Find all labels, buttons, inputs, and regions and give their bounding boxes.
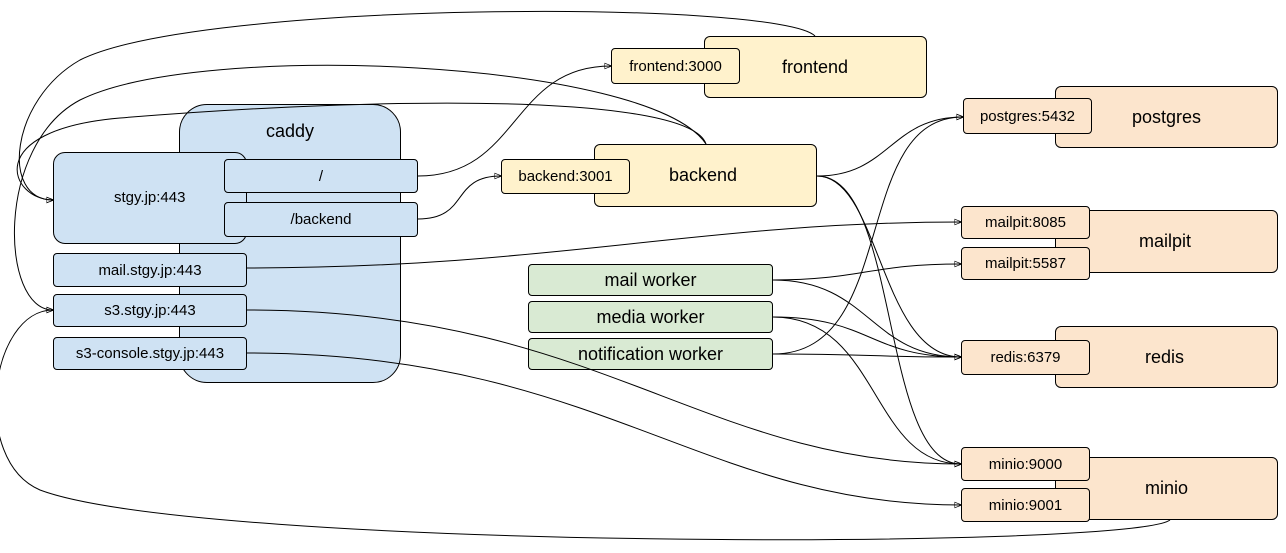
- postgres-service[interactable]: postgres: [1055, 86, 1278, 148]
- edge-mail-worker-to-mailpit: [772, 264, 961, 281]
- mailpit-port-8085[interactable]: mailpit:8085: [961, 206, 1090, 239]
- edge-s3-host-to-minio-9000: [246, 309, 961, 464]
- host-stgy-label: stgy.jp:443: [114, 188, 186, 206]
- edge-backend-to-postgres: [816, 117, 963, 177]
- edge-mail-host-to-mailpit: [246, 222, 961, 269]
- edge-backend-to-redis: [816, 175, 961, 357]
- backend-service[interactable]: backend: [594, 144, 817, 207]
- minio-service[interactable]: minio: [1055, 457, 1278, 520]
- minio-port-9001-label: minio:9001: [988, 496, 1063, 514]
- postgres-name: postgres: [1132, 106, 1202, 127]
- redis-name: redis: [1145, 346, 1185, 367]
- mail-worker[interactable]: mail worker: [528, 264, 773, 296]
- mailpit-service[interactable]: mailpit: [1055, 210, 1278, 273]
- notification-worker[interactable]: notification worker: [528, 338, 773, 370]
- minio-name: minio: [1145, 478, 1189, 498]
- edge-backend-route-to-backend: [417, 176, 501, 220]
- notification-worker-label: notification worker: [577, 343, 724, 364]
- frontend-port-label: frontend:3000: [629, 57, 722, 75]
- frontend-name: frontend: [782, 56, 849, 77]
- redis-service[interactable]: redis: [1055, 326, 1278, 388]
- edge-backend-to-stgy-host: [16, 102, 707, 200]
- postgres-port-label: postgres:5432: [979, 107, 1076, 125]
- edge-notification-worker-to-postgres: [772, 117, 963, 355]
- edge-frontend-to-stgy-host: [18, 10, 816, 200]
- mailpit-port-5587[interactable]: mailpit:5587: [961, 247, 1090, 280]
- edge-mail-worker-to-redis: [772, 279, 961, 357]
- edge-root-to-frontend: [417, 66, 611, 177]
- edge-backend-to-s3-host: [13, 64, 707, 310]
- host-s3-console-label: s3-console.stgy.jp:443: [75, 345, 225, 362]
- host-mail-label: mail.stgy.jp:443: [98, 261, 202, 279]
- redis-port-label: redis:6379: [990, 349, 1061, 366]
- edge-s3-console-to-minio-9001: [246, 352, 961, 505]
- backend-name: backend: [669, 165, 738, 185]
- route-root-label: /: [318, 167, 324, 185]
- postgres-port[interactable]: postgres:5432: [963, 98, 1092, 134]
- host-s3-label: s3.stgy.jp:443: [104, 302, 196, 319]
- backend-port-label: backend:3001: [518, 168, 613, 185]
- frontend-port[interactable]: frontend:3000: [611, 48, 740, 84]
- mailpit-port-5587-label: mailpit:5587: [985, 255, 1066, 272]
- media-worker[interactable]: media worker: [528, 301, 773, 333]
- edge-backend-to-minio: [816, 175, 961, 464]
- minio-port-9000-label: minio:9000: [988, 455, 1063, 473]
- edge-notification-worker-to-redis: [772, 353, 961, 357]
- caddy-title: caddy: [265, 121, 315, 141]
- backend-port[interactable]: backend:3001: [501, 159, 630, 194]
- mail-worker-label: mail worker: [604, 269, 697, 290]
- edge-media-worker-to-redis: [772, 316, 961, 357]
- route-backend[interactable]: /backend: [224, 202, 418, 237]
- host-mail[interactable]: mail.stgy.jp:443: [53, 253, 247, 287]
- route-backend-label: /backend: [290, 211, 352, 228]
- host-s3[interactable]: s3.stgy.jp:443: [53, 294, 247, 327]
- minio-port-9000[interactable]: minio:9000: [961, 447, 1090, 481]
- host-s3-console[interactable]: s3-console.stgy.jp:443: [53, 337, 247, 370]
- mailpit-name: mailpit: [1139, 231, 1192, 251]
- redis-port[interactable]: redis:6379: [961, 340, 1090, 375]
- edge-media-worker-to-minio: [772, 316, 961, 464]
- mailpit-port-8085-label: mailpit:8085: [985, 214, 1066, 231]
- media-worker-label: media worker: [596, 306, 705, 327]
- edge-minio-to-s3-host: [0, 310, 1171, 541]
- route-root[interactable]: /: [224, 159, 418, 193]
